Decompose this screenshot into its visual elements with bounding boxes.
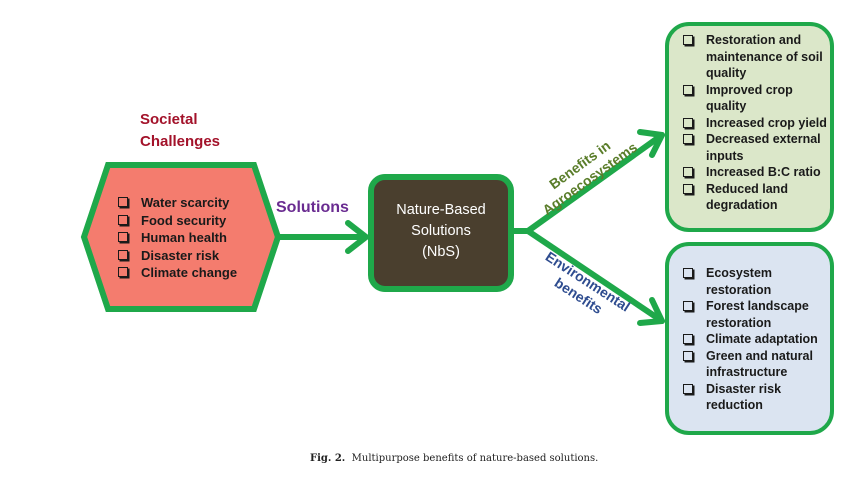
checkbox-icon xyxy=(683,183,693,194)
figure-caption-text: Multipurpose benefits of nature-based so… xyxy=(351,453,599,464)
agro-branch-arrowhead xyxy=(637,129,665,158)
nbs-label: Nature-Based Solutions (NbS) xyxy=(396,202,486,260)
checkbox-icon xyxy=(683,334,693,344)
solutions-label: Solutions xyxy=(276,199,349,216)
list-item: Climate adaptation xyxy=(683,331,828,348)
societal-challenges-title-line1: Societal xyxy=(140,111,198,128)
societal-challenges-hexagon xyxy=(80,162,282,312)
list-item: Climate change xyxy=(118,264,237,282)
checkbox-icon xyxy=(118,232,128,242)
agro-benefits-list: Restoration and maintenance of soil qual… xyxy=(683,32,828,214)
list-item: Improved crop quality xyxy=(683,82,828,115)
env-branch-arrow xyxy=(525,228,665,324)
checkbox-icon xyxy=(683,84,693,95)
list-item: Disaster risk reduction xyxy=(683,381,828,414)
agro-benefits-box xyxy=(665,22,834,232)
list-item: Food security xyxy=(118,212,237,230)
societal-challenges-title-line2: Challenges xyxy=(140,133,221,150)
checkbox-icon xyxy=(683,117,693,128)
agro-branch-arrow xyxy=(525,132,665,234)
list-item: Human health xyxy=(118,229,237,247)
checkbox-icon xyxy=(683,35,693,45)
solutions-arrowhead xyxy=(345,220,369,254)
list-item: Green and natural infrastructure xyxy=(683,348,828,381)
checkbox-icon xyxy=(118,267,128,277)
checkbox-icon xyxy=(683,134,693,144)
env-benefits-box xyxy=(665,242,834,435)
list-item: Disaster risk xyxy=(118,247,237,265)
checkbox-icon xyxy=(118,197,128,207)
checkbox-icon xyxy=(118,249,128,260)
list-item: Ecosystem restoration xyxy=(683,265,828,298)
societal-challenges-title: Societal Challenges xyxy=(140,109,220,153)
list-item: Restoration and maintenance of soil qual… xyxy=(683,32,828,82)
checkbox-icon xyxy=(683,383,693,394)
checkbox-icon xyxy=(118,214,128,225)
list-item: Forest landscape restoration xyxy=(683,298,828,331)
list-item: Decreased external inputs xyxy=(683,131,828,164)
env-branch-arrowhead xyxy=(637,297,665,326)
challenges-list: Water scarcity Food security Human healt… xyxy=(118,194,237,282)
list-item: Reduced land degradation xyxy=(683,181,828,214)
list-item: Increased crop yield xyxy=(683,115,828,132)
figure-caption-label: Fig. 2. xyxy=(310,453,346,464)
checkbox-icon xyxy=(683,167,693,177)
checkbox-icon xyxy=(683,301,693,311)
checkbox-icon xyxy=(683,350,693,361)
env-benefits-list: Ecosystem restoration Forest landscape r… xyxy=(683,265,828,414)
figure-caption: Fig. 2. Multipurpose benefits of nature-… xyxy=(310,453,598,464)
checkbox-icon xyxy=(683,268,693,278)
list-item: Water scarcity xyxy=(118,194,237,212)
list-item: Increased B:C ratio xyxy=(683,164,828,181)
